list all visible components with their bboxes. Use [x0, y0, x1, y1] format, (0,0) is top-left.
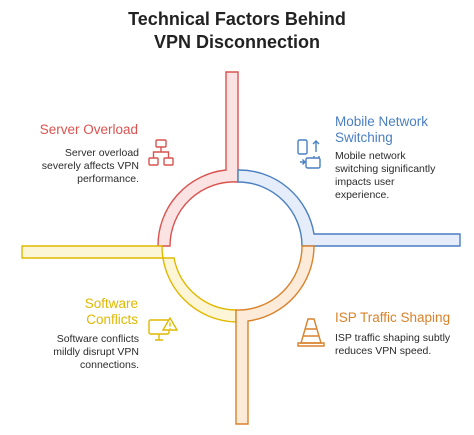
isp-traffic-description: ISP traffic shaping subtly reduces VPN s…: [335, 332, 451, 357]
diagram-title-line-2: VPN Disconnection: [153, 32, 321, 52]
traffic-cone-icon: [297, 318, 325, 347]
mobile-network-heading: Mobile Network Switching: [335, 114, 429, 145]
mobile-switch-icon: [297, 139, 321, 169]
server-overload-heading: Server Overload: [39, 122, 138, 137]
computer-warning-icon: [148, 316, 179, 341]
diagram-title-line-1: Technical Factors Behind: [128, 9, 346, 29]
isp-traffic-heading: ISP Traffic Shaping: [335, 310, 451, 325]
isp-traffic-track: [235, 245, 315, 425]
network-icon: [148, 139, 174, 166]
software-conflicts-heading: Software Conflicts: [84, 296, 138, 327]
mobile-network-track: [237, 169, 461, 247]
server-overload-track: [157, 71, 239, 247]
software-conflicts-track: [21, 245, 237, 323]
software-conflicts-description: Software conflicts mildly disrupt VPN co…: [53, 333, 139, 371]
server-overload-description: Server overload severely affects VPN per…: [41, 147, 139, 185]
mobile-network-description: Mobile network switching significantly i…: [335, 150, 436, 201]
